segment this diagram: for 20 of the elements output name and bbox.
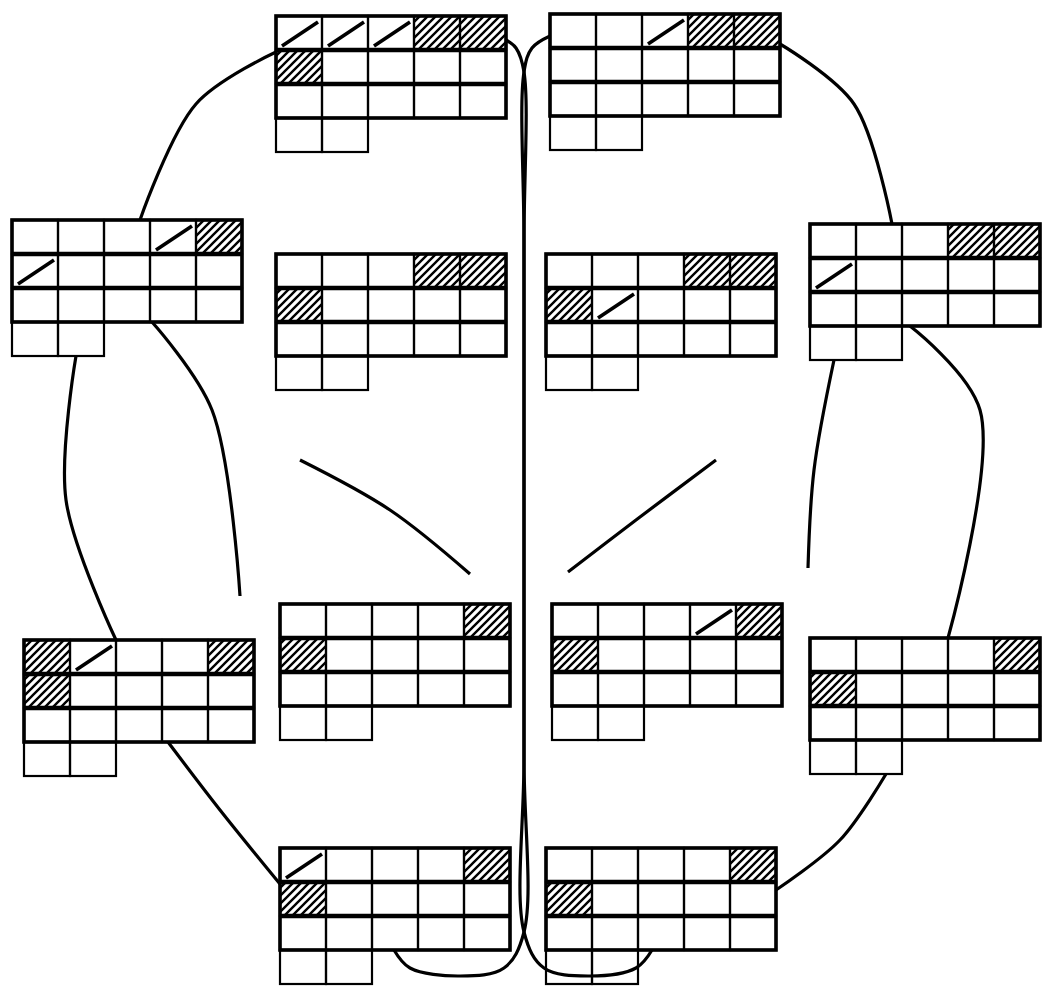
hatched-grid-drawing [546, 254, 776, 390]
hatched-grid-drawing [24, 640, 254, 776]
connector-line [150, 320, 242, 597]
connector-line [138, 50, 277, 221]
hatched-grid-drawing [280, 848, 510, 984]
hatched-grid-drawing [810, 224, 1040, 360]
hatched-grid-drawing [546, 848, 776, 984]
hatched-grid-drawing [280, 604, 510, 740]
hatched-grid-drawing [276, 16, 506, 152]
connector-line [62, 355, 118, 641]
connector-line [779, 42, 894, 225]
connector-line [166, 741, 282, 885]
hatched-grid-drawing [810, 638, 1040, 774]
hatched-grid-drawing [12, 220, 242, 356]
connector-line [909, 324, 985, 639]
hatched-grid-drawing [550, 14, 780, 150]
hatched-grid-drawing [276, 254, 506, 390]
hatched-grid-drawing [552, 604, 782, 740]
connector-line [392, 38, 530, 978]
connector-line [518, 34, 654, 978]
